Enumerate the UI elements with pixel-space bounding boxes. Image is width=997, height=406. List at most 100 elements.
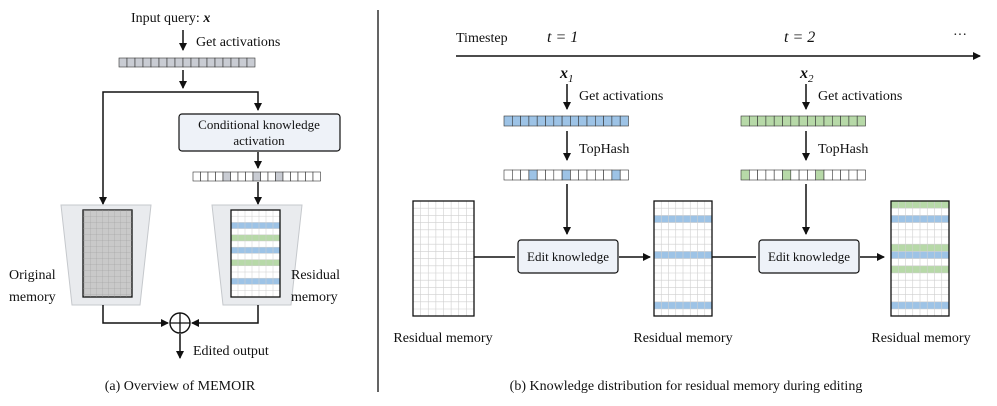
activation-vector [118,57,256,68]
activation-t2-cell [823,115,833,127]
activation-t2-cell [840,115,850,127]
sparse-cell [297,171,306,182]
sparse-cell [245,171,254,182]
memory-band [231,234,280,241]
ellipsis-label: ··· [953,28,967,43]
sparse-cell [275,171,284,182]
timestep-label: Timestep [456,31,508,46]
activation-t1-cell [578,115,588,127]
activation-cell [246,57,256,68]
activation-t2-cell [798,115,808,127]
get-activations-1-label: Get activations [579,89,663,104]
residual-memory-2-label: Residual memory [871,331,970,346]
activation-cell [126,57,136,68]
activation-t1-cell [528,115,538,127]
tophash-t2-cell [740,169,750,181]
tophash-t2-cell [823,169,833,181]
activation-cell [214,57,224,68]
residual-memory-t1 [653,200,713,317]
activation-cell [190,57,200,68]
circled-plus-icon [169,312,191,334]
original-memory-label-line2: memory [9,290,56,305]
sparse-cell [222,171,231,182]
sparse-cell [200,171,209,182]
memory-border [890,200,950,317]
activation-t1-cell [619,115,629,127]
arrow-to-cka [183,91,262,111]
residual-memory-t2 [890,200,950,317]
activation-t1-cell [520,115,530,127]
tophash-t2-cell [782,169,792,181]
arrow-residual-to-sum [191,305,259,327]
t1-label: t = 1 [547,29,578,46]
activation-cell [206,57,216,68]
cka-label-line1: Conditional knowledge [198,117,320,132]
get-activations-2-label: Get activations [818,89,902,104]
tophash-t1-cell [545,169,555,181]
sparse-cell [290,171,299,182]
activation-t2-cell [757,115,767,127]
sparse-cell [305,171,314,182]
tophash-t1-cell [561,169,571,181]
panel-a: Input query: x Get activations Condition… [9,11,341,394]
sparse-cell [267,171,276,182]
tophash-t1-cell [594,169,604,181]
conditional-knowledge-activation-box [178,113,341,152]
residual-memory-0-label: Residual memory [393,331,492,346]
activation-cell [118,57,128,68]
tophash-vector-t2 [740,169,866,181]
tophash-t2-cell [856,169,866,181]
residual-memory-1-label: Residual memory [633,331,732,346]
residual-memory-t0 [412,200,475,317]
sparse-cell [260,171,269,182]
tophash-t2-cell [831,169,841,181]
memory-band [231,222,280,229]
cka-label-line2: activation [233,133,285,148]
activation-cell [182,57,192,68]
tophash-t1-cell [578,169,588,181]
activation-t1-cell [545,115,555,127]
activation-cell [222,57,232,68]
tophash-t2-cell [765,169,775,181]
arrow-original-to-sum [102,305,169,327]
activation-t2-cell [782,115,792,127]
sparse-activation-vector [192,171,321,182]
residual-memory-label-line2: memory [291,290,338,305]
tophash-t2-cell [840,169,850,181]
tophash-2-label: TopHash [818,142,868,157]
activation-t1-cell [553,115,563,127]
memory-border [412,200,475,317]
tophash-t1-cell [511,169,521,181]
edit-knowledge-1-label: Edit knowledge [527,249,609,264]
sparse-cell [207,171,216,182]
get-activations-label: Get activations [196,35,280,50]
caption-b: (b) Knowledge distribution for residual … [510,379,863,394]
tophash-t1-cell [586,169,596,181]
x1-label: x1 [559,65,574,85]
memory-border [230,209,281,298]
activation-t1-cell [511,115,521,127]
activation-t2-cell [848,115,858,127]
activation-t2-cell [748,115,758,127]
memory-band [231,247,280,254]
tophash-t1-cell [619,169,629,181]
edit-knowledge-2-box [758,239,860,274]
tophash-t1-cell [603,169,613,181]
tophash-t2-cell [773,169,783,181]
panel-b: Timestep t = 1 t = 2 ··· x1 Get activati… [393,28,981,394]
activation-cell [142,57,152,68]
tophash-t1-cell [553,169,563,181]
activation-t2-cell [807,115,817,127]
activation-t2-cell [773,115,783,127]
tophash-t1-cell [520,169,530,181]
activation-cell [150,57,160,68]
activation-cell [134,57,144,68]
tophash-t1-cell [611,169,621,181]
original-memory-grid [83,210,132,297]
sparse-cell [192,171,201,182]
sparse-cell [237,171,246,182]
activation-t2-cell [790,115,800,127]
residual-memory-label-line1: Residual [291,268,340,283]
activation-cell [230,57,240,68]
activation-cell [158,57,168,68]
